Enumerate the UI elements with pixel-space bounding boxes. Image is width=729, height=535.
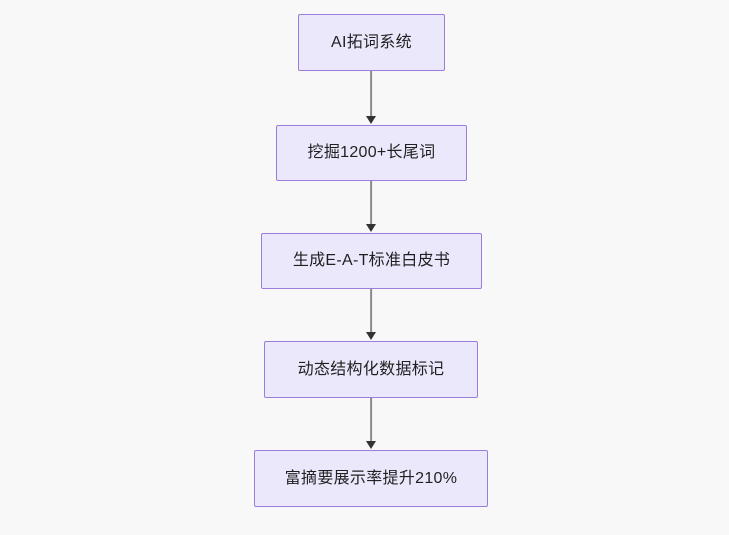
flow-node-generate-eat-whitepaper[interactable]: 生成E-A-T标准白皮书 xyxy=(261,233,482,289)
flow-node-rich-snippet-impression-lift[interactable]: 富摘要展示率提升210% xyxy=(254,450,488,507)
flow-arrowhead-3 xyxy=(366,332,376,340)
flow-node-label: 挖掘1200+长尾词 xyxy=(307,144,436,162)
flow-node-label: 富摘要展示率提升210% xyxy=(284,469,458,487)
flow-edge-4 xyxy=(370,398,372,442)
flow-node-ai-keyword-system[interactable]: AI拓词系统 xyxy=(298,14,445,71)
flow-arrowhead-4 xyxy=(366,441,376,449)
flow-edge-3 xyxy=(370,289,372,333)
flow-node-dynamic-structured-data-markup[interactable]: 动态结构化数据标记 xyxy=(264,341,478,398)
flow-node-label: AI拓词系统 xyxy=(331,33,412,51)
flow-node-label: 生成E-A-T标准白皮书 xyxy=(292,252,451,270)
flow-arrowhead-2 xyxy=(366,224,376,232)
flow-arrowhead-1 xyxy=(366,116,376,124)
flow-edge-1 xyxy=(370,71,372,117)
flow-edge-2 xyxy=(370,181,372,225)
flow-node-mine-longtail-keywords[interactable]: 挖掘1200+长尾词 xyxy=(276,125,467,181)
flow-node-label: 动态结构化数据标记 xyxy=(297,360,445,378)
